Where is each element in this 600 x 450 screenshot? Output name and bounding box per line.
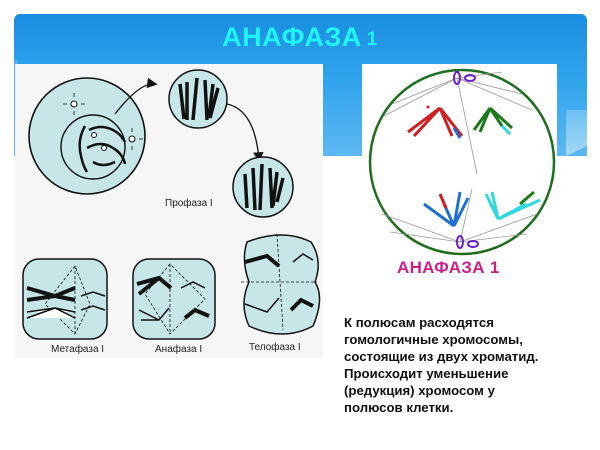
anaphase-diagram-caption: АНАФАЗА 1 bbox=[397, 258, 500, 277]
prophase-nucleus-2 bbox=[232, 156, 294, 218]
anaphase-spindle-drawing bbox=[368, 68, 556, 256]
slide-title-main: АНАФАЗА bbox=[222, 21, 362, 52]
anaphase-diagram bbox=[362, 64, 557, 260]
meiosis-stages-drawing bbox=[22, 69, 321, 340]
chromosomes-bottom-cyan bbox=[484, 190, 541, 221]
caption-prophase: Профаза I bbox=[165, 198, 213, 209]
description-line: состоящие из двух хроматид. bbox=[344, 349, 539, 364]
slide-title-number: 1 bbox=[366, 29, 378, 50]
description-text: К полюсам расходятся гомологичные хромос… bbox=[344, 314, 594, 416]
caption-metaphase: Метафаза I bbox=[51, 344, 105, 355]
metaphase-cell bbox=[22, 258, 108, 340]
description-line: К полюсам расходятся bbox=[344, 315, 494, 330]
chromosomes-top-red bbox=[407, 105, 464, 139]
caption-telophase: Телофаза I bbox=[249, 342, 301, 353]
banner-right-decoration bbox=[566, 110, 587, 156]
telophase-cell bbox=[241, 233, 321, 335]
meiosis-stages-figure: Профаза I Метафаза I Анафаза I Телофаза … bbox=[15, 64, 323, 358]
description-line: гомологичные хромосомы, bbox=[344, 332, 523, 347]
slide-title: АНАФАЗА 1 bbox=[0, 14, 600, 60]
prophase-cell bbox=[28, 77, 158, 195]
chromosomes-bottom-blue bbox=[423, 191, 470, 228]
prophase-nucleus-1 bbox=[168, 69, 264, 163]
description-line: (редукция) хромосом у bbox=[344, 383, 495, 398]
description-line: полюсов клетки. bbox=[344, 400, 454, 415]
chromosomes-top-green bbox=[472, 106, 514, 136]
anaphase-cell bbox=[132, 258, 216, 340]
description-line: Происходит уменьшение bbox=[344, 366, 509, 381]
caption-anaphase: Анафаза I bbox=[155, 344, 203, 355]
